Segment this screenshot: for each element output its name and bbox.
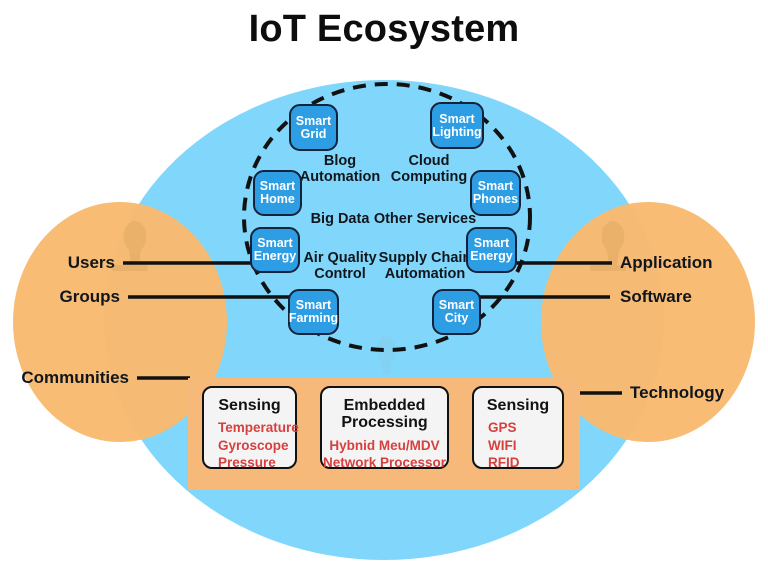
tech-card-title: Embedded Processing <box>341 397 428 432</box>
side-label-software: Software <box>620 287 692 306</box>
inner-label-big-data: Big Data <box>299 211 381 228</box>
node-line-1: Smart <box>257 236 293 251</box>
inner-label-line-1: Big Data <box>310 211 370 227</box>
node-smart-city[interactable]: Smart City <box>432 289 481 335</box>
inner-label-line-1: Other Services <box>373 211 477 227</box>
tech-card-sensing-right[interactable]: Sensing GPS WIFI RFID <box>472 386 564 470</box>
node-line-1: Smart <box>438 298 475 313</box>
inner-label-line-1: Cloud <box>408 153 450 169</box>
node-line-1: Smart <box>295 113 332 128</box>
node-line-2: Phones <box>472 192 519 206</box>
tech-card-title: Sensing <box>486 397 550 414</box>
node-line-2: Energy <box>470 249 513 263</box>
node-line-2: Grid <box>300 126 327 141</box>
node-smart-farming[interactable]: Smart Farming <box>288 289 339 335</box>
inner-label-line-2: Computing <box>390 168 468 185</box>
node-smart-phones[interactable]: Smart Phones <box>470 170 521 216</box>
inner-label-line-1: Air Quality <box>303 250 377 266</box>
side-label-application: Application <box>620 253 713 272</box>
node-line-1: Smart <box>295 298 332 313</box>
node-line-2: Energy <box>253 249 297 263</box>
dashed-boundary-circle <box>242 82 532 352</box>
side-label-technology: Technology <box>630 383 725 402</box>
node-smart-energy-right[interactable]: Smart Energy <box>466 227 517 273</box>
inner-label-supply-chain-automation: Supply Chain Automation <box>375 250 475 282</box>
inner-label-blog-automation: Blog Automation <box>299 153 381 185</box>
node-line-1: Smart <box>439 111 475 126</box>
inner-label-cloud-computing: Cloud Computing <box>388 153 470 185</box>
node-line-1: Smart <box>473 236 510 251</box>
inner-label-line-2: Automation <box>299 168 381 185</box>
inner-label-other-services: Other Services <box>371 211 479 228</box>
inner-label-line-1: Blog <box>323 153 357 169</box>
inner-label-line-2: Control <box>314 265 366 282</box>
node-line-2: City <box>444 311 469 325</box>
node-line-2: Farming <box>288 311 339 325</box>
node-line-2: Lighting <box>432 124 482 139</box>
side-label-groups: Groups <box>59 287 120 306</box>
side-label-users: Users <box>67 253 115 272</box>
node-smart-home[interactable]: Smart Home <box>253 170 302 216</box>
tech-card-sensing-left[interactable]: Sensing Temperature Gyroscope Pressure <box>202 386 299 470</box>
side-label-communities: Communities <box>21 368 129 387</box>
watermark <box>112 221 626 374</box>
node-smart-grid[interactable]: Smart Grid <box>289 104 338 151</box>
inner-label-air-quality-control: Air Quality Control <box>297 250 383 282</box>
inner-label-line-1: Supply Chain <box>378 250 472 266</box>
node-smart-lighting[interactable]: Smart Lighting <box>430 102 484 149</box>
node-smart-energy-left[interactable]: Smart Energy <box>250 227 300 273</box>
tech-card-items: Temperature Gyroscope Pressure <box>218 420 299 470</box>
tech-card-embedded-processing[interactable]: Embedded Processing Hybnid Meu/MDV Netwo… <box>320 386 449 470</box>
node-line-2: Home <box>260 192 295 206</box>
tech-card-items: Hybnid Meu/MDV Network Processor <box>322 437 447 470</box>
page-title: IoT Ecosystem <box>248 8 520 50</box>
inner-label-line-2: Automation <box>384 265 466 282</box>
tech-card-title: Sensing <box>218 397 281 414</box>
tech-card-items: GPS WIFI RFID <box>488 420 520 470</box>
node-line-1: Smart <box>477 179 514 194</box>
node-line-1: Smart <box>259 179 296 194</box>
